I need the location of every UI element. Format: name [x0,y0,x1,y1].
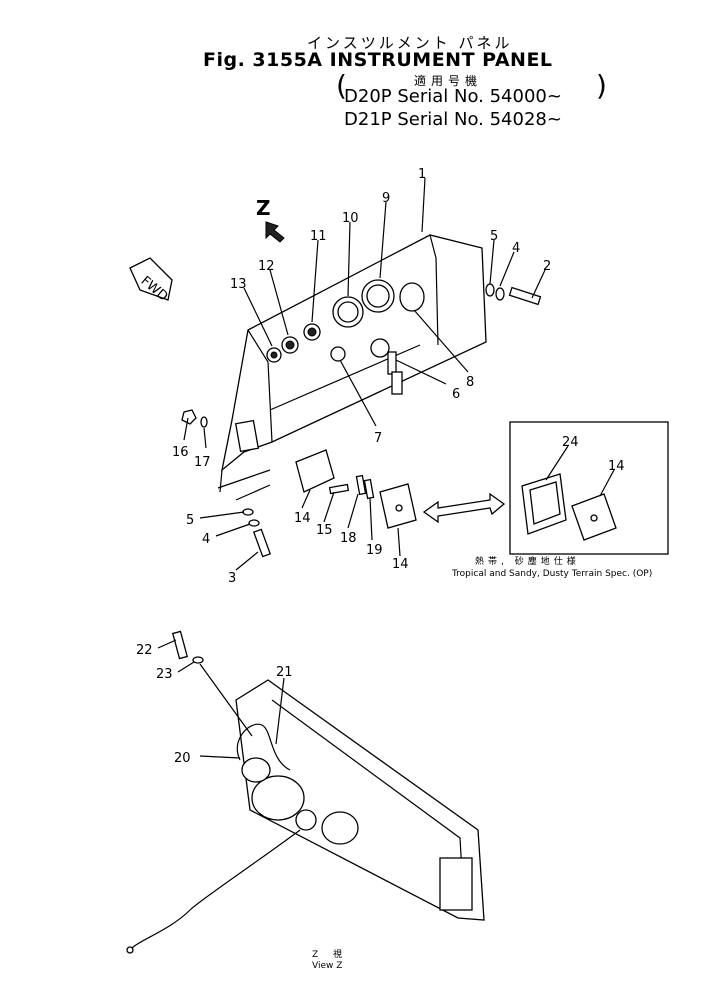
part-label-14a: 14 [294,511,311,526]
paren-close: ) [596,69,607,102]
part-label-14c: 14 [608,459,625,474]
part-label-10: 10 [342,211,359,226]
indicator-lamp-11 [303,323,321,341]
nut-16-icon [181,409,197,425]
applicable-models-japanese: 適用号機 [414,74,483,88]
view-z-marker: Z [256,196,271,220]
part-label-3: 3 [228,571,236,586]
part-label-22: 22 [136,643,153,658]
part-label-11: 11 [310,229,327,244]
view-z-caption-japanese: Z 視 [312,950,349,960]
indicator-lamp-13 [266,347,282,363]
part-label-8: 8 [466,375,474,390]
title-japanese: インスツルメント パネル [307,34,513,52]
serial-line-d20p: D20P Serial No. 54000~ [344,86,562,107]
part-label-19: 19 [366,543,383,558]
part-label-13: 13 [230,277,247,292]
inset-caption-japanese: 熱帯, 砂塵地仕様 [475,557,580,567]
part-label-21: 21 [276,665,293,680]
view-direction-arrow-icon [265,221,285,243]
inset-caption: Tropical and Sandy, Dusty Terrain Spec. … [452,569,653,579]
rear-panel-view-z [126,679,485,954]
starter-switch-6 [370,338,403,395]
inset-box [509,421,669,555]
washer-23-icon [192,656,204,664]
terminal-block-14 [295,449,335,493]
part-label-5b: 5 [186,513,194,528]
part-label-17: 17 [194,455,211,470]
gauge-9 [361,279,395,313]
bolt-22-icon [171,630,189,660]
screw-15-icon [328,483,350,495]
washer-5-right-icon [485,283,495,297]
instrument-panel-body [217,234,487,501]
part-label-24: 24 [562,435,579,450]
indicator-lamp-12 [281,336,299,354]
leader-lines [157,177,615,759]
part-label-1: 1 [418,167,426,182]
part-label-7: 7 [374,431,382,446]
part-label-18: 18 [340,531,357,546]
part-label-12: 12 [258,259,275,274]
bolt-2-icon [508,286,542,306]
washer-17-icon [200,416,208,428]
part-label-9: 9 [382,191,390,206]
switch-7 [330,346,346,362]
part-label-2: 2 [543,259,551,274]
spacer-18-icon [355,474,367,496]
view-z-caption: View Z [312,961,343,971]
bolt-3-icon [252,528,272,558]
washer-4-icon [248,519,260,527]
part-label-15: 15 [316,523,333,538]
part-label-5: 5 [490,229,498,244]
plug-8 [399,282,425,312]
fwd-arrow-icon: FWD [129,257,173,305]
figure-title: Fig. 3155A INSTRUMENT PANEL [203,49,553,71]
cover-14 [379,483,417,529]
part-label-4b: 4 [202,532,210,547]
gauge-10 [332,296,364,328]
part-label-16: 16 [172,445,189,460]
part-label-20: 20 [174,751,191,766]
part-labels: 1 2 4 5 9 10 11 12 13 6 8 7 16 17 5 4 3 … [136,167,625,766]
paren-open: ( [336,69,347,102]
part-label-4: 4 [512,241,520,256]
double-arrow-icon [422,492,506,524]
washer-5-icon [242,508,254,516]
part-label-23: 23 [156,667,173,682]
spacer-19-icon [363,478,375,500]
part-label-6: 6 [452,387,460,402]
serial-line-d21p: D21P Serial No. 54028~ [344,109,562,130]
washer-4-right-icon [495,287,505,301]
part-label-14b: 14 [392,557,409,572]
